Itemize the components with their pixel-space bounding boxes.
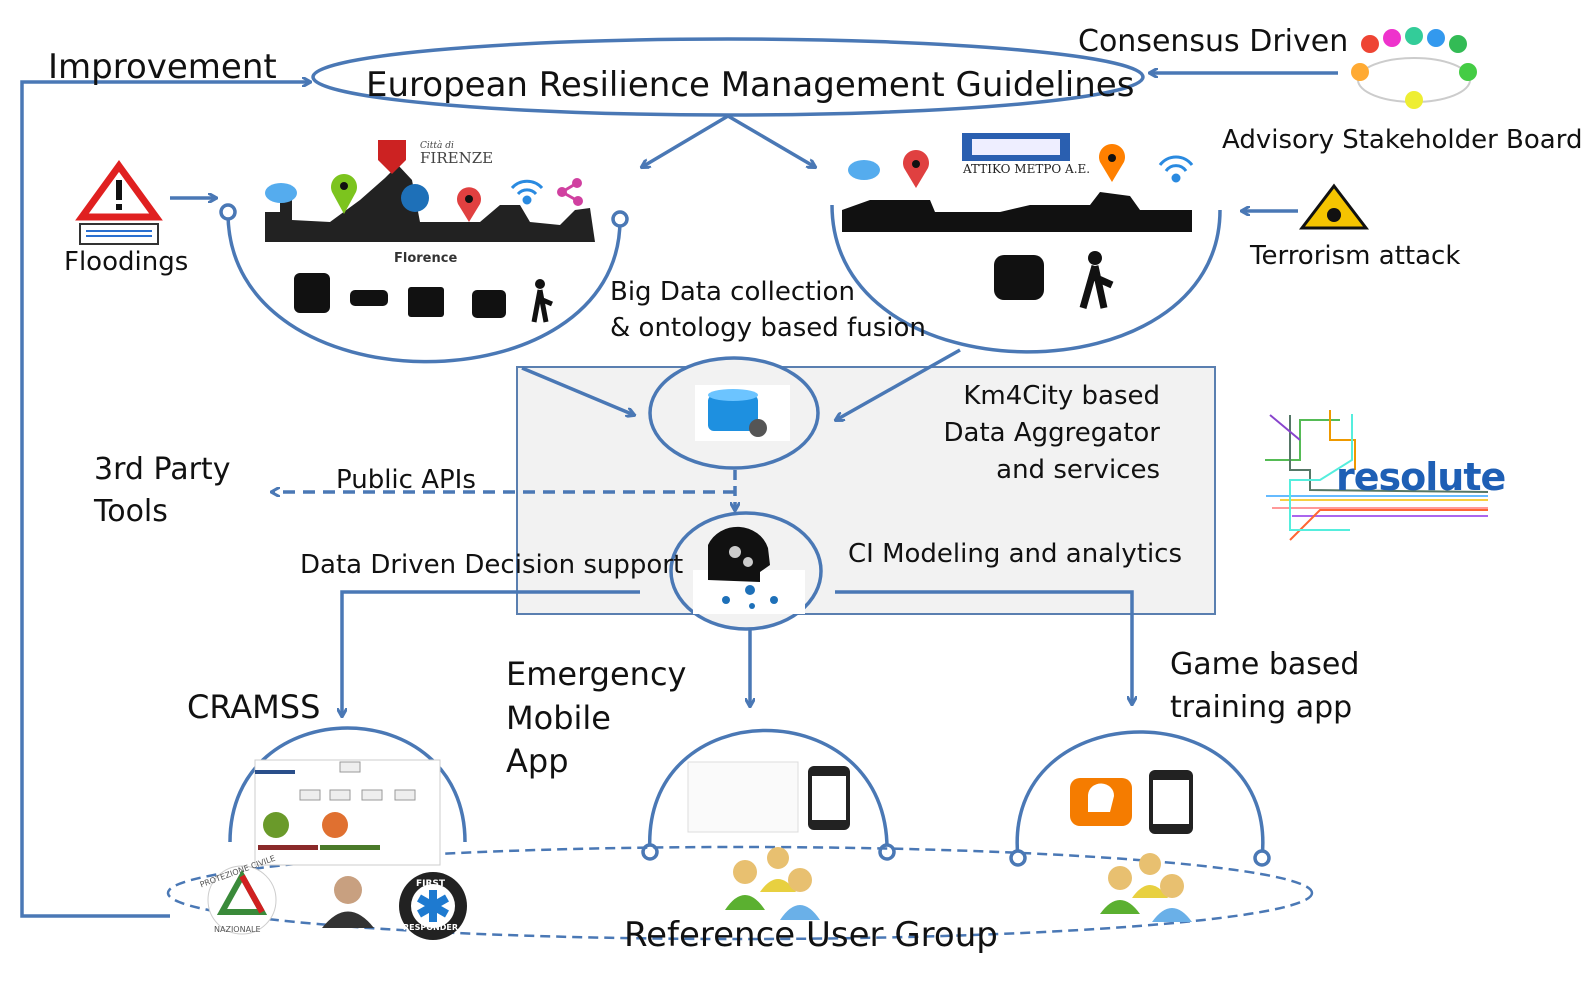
florence-logo-city: Città di (420, 141, 454, 151)
guidelines-to-florence-arrow (642, 114, 729, 167)
warning-icon (75, 160, 163, 245)
cramss-dashboard-screenshot (254, 759, 441, 866)
first-responder-bottom: RESPONDER (403, 923, 459, 932)
protezione-civile-logo (207, 865, 277, 935)
emergency-line1: Emergency (506, 655, 687, 693)
terrorism-label: Terrorism attack (1250, 241, 1461, 271)
twitter-icon (848, 160, 880, 180)
twitter-icon (265, 183, 297, 203)
database-icon (695, 385, 790, 441)
train-icon (994, 255, 1044, 300)
user-group-icon (1100, 853, 1192, 922)
to-game-arrow (835, 590, 1132, 704)
athens-transport-icons (994, 251, 1114, 309)
game-line1: Game based (1170, 647, 1360, 682)
athens-skyline (842, 192, 1192, 232)
wifi-icon (510, 179, 544, 205)
emergency-line3: App (506, 742, 569, 780)
advisory-board-label: Advisory Stakeholder Board (1222, 125, 1583, 155)
cramss-label: CRAMSS (187, 688, 321, 726)
mobile-dome (648, 728, 889, 853)
aggregator-line1: Km4City based (963, 381, 1160, 411)
game-app-icon (1070, 770, 1193, 834)
resolute-logo-text: resolute (1336, 455, 1506, 499)
decision-support-label: Data Driven Decision support (300, 550, 684, 580)
big-data-line2: & ontology based fusion (610, 313, 926, 343)
first-responder-top: FIRST (416, 879, 446, 889)
florence-to-db-arrow (521, 366, 634, 415)
resolute-logo (1265, 410, 1489, 541)
tram-icon (294, 273, 330, 313)
guidelines-ellipse (311, 37, 1145, 117)
first-responder-logo (399, 872, 467, 940)
guidelines-title: European Resilience Management Guideline… (366, 65, 1135, 105)
attiko-metro-label: ATTIKO METPO A.E. (963, 162, 1091, 176)
map-pin-icon (456, 187, 482, 222)
big-data-line1: Big Data collection (610, 277, 855, 307)
person-icon (322, 876, 374, 928)
public-apis-label: Public APIs (336, 465, 476, 495)
guidelines-to-athens-arrow (727, 114, 815, 167)
map-pin-icon (331, 174, 357, 214)
improvement-loop-arrow (20, 82, 310, 918)
pedestrian-icon (531, 279, 553, 323)
florence-logo-emblem (378, 140, 406, 174)
car-icon (350, 290, 388, 306)
map-pin-icon (1099, 144, 1125, 182)
third-party-line2: Tools (94, 494, 168, 529)
stakeholder-board-icon (1351, 27, 1477, 109)
share-icon (557, 178, 583, 206)
emergency-app-screenshot (687, 761, 850, 833)
athens-bowl (830, 204, 1222, 354)
aggregator-line2: Data Aggregator (943, 418, 1160, 448)
pedestrian-icon (1079, 251, 1114, 309)
reference-user-group-label: Reference User Group (624, 915, 998, 955)
weather-icon (401, 184, 429, 212)
game-dome (1015, 730, 1265, 859)
florence-logo-name: FIRENZE (420, 149, 494, 167)
improvement-label: Improvement (48, 47, 277, 87)
cramss-dome (228, 726, 467, 843)
aggregator-line3: and services (996, 455, 1160, 485)
emergency-line2: Mobile (506, 699, 611, 737)
floodings-label: Floodings (64, 247, 189, 277)
consensus-label: Consensus Driven (1078, 24, 1349, 59)
attiko-metro-logo (962, 133, 1070, 161)
truck-icon (408, 287, 444, 317)
third-party-line1: 3rd Party (94, 452, 231, 487)
user-group-icon (725, 847, 820, 920)
bus-icon (472, 290, 506, 318)
map-pin-icon (903, 150, 929, 188)
explosion-warning-icon (1298, 183, 1370, 230)
florence-bowl (226, 212, 622, 364)
brain-gears-icon (693, 526, 805, 614)
reference-user-group-ellipse (166, 845, 1314, 941)
florence-skyline-label: Florence (394, 251, 458, 266)
florence-transport-icons (294, 273, 553, 323)
game-line2: training app (1170, 690, 1353, 725)
ci-modeling-label: CI Modeling and analytics (848, 539, 1183, 569)
florence-skyline (265, 165, 595, 242)
protezione-civile-bottom: NAZIONALE (214, 925, 261, 934)
to-cramss-arrow (342, 590, 640, 716)
athens-to-db-arrow (836, 348, 961, 420)
wifi-icon (1158, 155, 1194, 183)
